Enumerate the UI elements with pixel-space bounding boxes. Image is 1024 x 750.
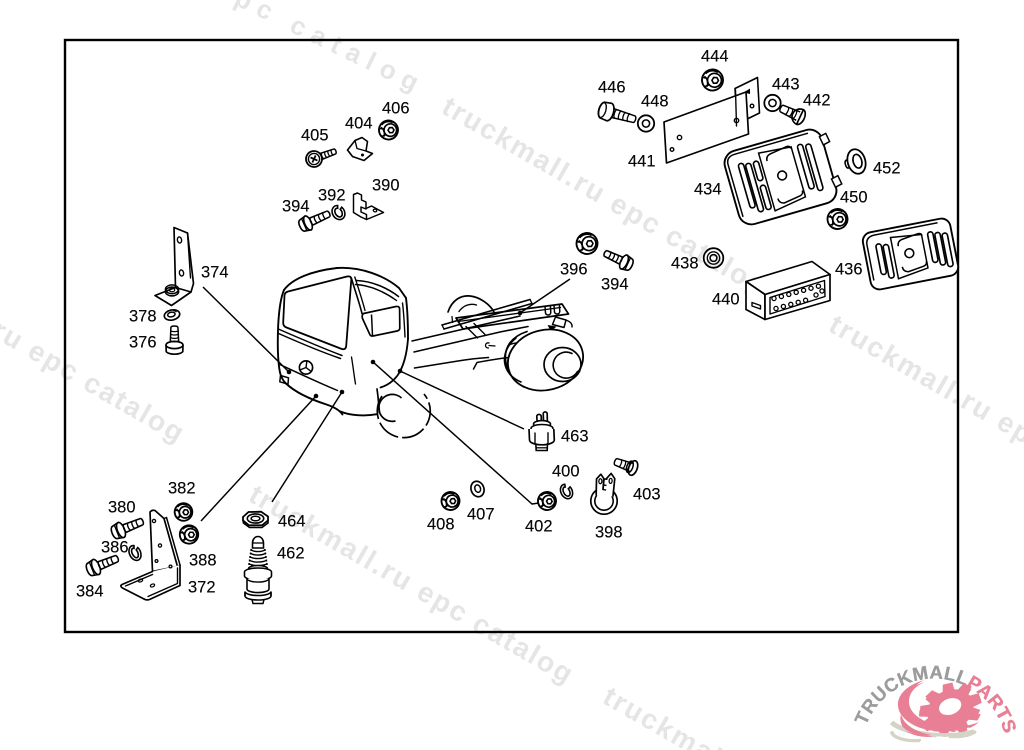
svg-text:400: 400 [552,462,580,480]
svg-text:392: 392 [318,186,346,204]
svg-text:384: 384 [76,582,104,600]
svg-text:443: 443 [772,75,800,93]
svg-text:396: 396 [560,260,588,278]
svg-text:404: 404 [345,114,373,132]
svg-text:448: 448 [641,92,669,110]
svg-text:394: 394 [282,197,310,215]
svg-text:446: 446 [598,78,626,96]
svg-text:442: 442 [803,91,831,109]
svg-text:407: 407 [467,505,495,523]
svg-text:436: 436 [835,260,863,278]
svg-text:378: 378 [129,307,157,325]
svg-text:386: 386 [101,538,129,556]
svg-text:407: 407 [467,505,495,523]
svg-text:406: 406 [382,99,410,117]
svg-text:384: 384 [76,582,104,600]
svg-text:408: 408 [427,515,455,533]
svg-text:440: 440 [712,290,740,308]
svg-text:438: 438 [671,254,699,272]
svg-text:448: 448 [641,92,669,110]
svg-text:388: 388 [189,551,217,569]
svg-text:382: 382 [168,479,196,497]
svg-text:463: 463 [561,427,589,445]
svg-text:440: 440 [712,290,740,308]
svg-text:394: 394 [601,275,629,293]
svg-text:386: 386 [101,538,129,556]
svg-text:408: 408 [427,515,455,533]
svg-text:406: 406 [382,99,410,117]
svg-text:452: 452 [873,159,901,177]
svg-text:434: 434 [694,180,722,198]
svg-text:463: 463 [561,427,589,445]
svg-text:434: 434 [694,180,722,198]
svg-text:442: 442 [803,91,831,109]
svg-text:405: 405 [301,126,329,144]
svg-text:376: 376 [129,333,157,351]
svg-text:464: 464 [278,512,306,530]
svg-text:374: 374 [201,263,229,281]
svg-text:372: 372 [188,578,216,596]
svg-text:378: 378 [129,307,157,325]
svg-text:441: 441 [628,152,656,170]
svg-text:450: 450 [840,188,868,206]
svg-text:436: 436 [835,260,863,278]
svg-text:402: 402 [525,517,553,535]
svg-text:446: 446 [598,78,626,96]
svg-text:394: 394 [601,275,629,293]
svg-text:372: 372 [188,578,216,596]
svg-text:374: 374 [201,263,229,281]
svg-text:444: 444 [701,47,729,65]
svg-text:441: 441 [628,152,656,170]
svg-text:382: 382 [168,479,196,497]
svg-text:390: 390 [372,176,400,194]
svg-text:396: 396 [560,260,588,278]
svg-text:438: 438 [671,254,699,272]
svg-text:398: 398 [595,523,623,541]
svg-text:394: 394 [282,197,310,215]
svg-text:400: 400 [552,462,580,480]
svg-text:403: 403 [633,485,661,503]
svg-text:390: 390 [372,176,400,194]
svg-text:450: 450 [840,188,868,206]
svg-text:376: 376 [129,333,157,351]
svg-text:380: 380 [108,498,136,516]
svg-text:380: 380 [108,498,136,516]
svg-text:403: 403 [633,485,661,503]
svg-text:443: 443 [772,75,800,93]
svg-text:404: 404 [345,114,373,132]
svg-text:444: 444 [701,47,729,65]
svg-text:398: 398 [595,523,623,541]
svg-text:388: 388 [189,551,217,569]
svg-text:464: 464 [278,512,306,530]
svg-text:392: 392 [318,186,346,204]
svg-text:462: 462 [277,544,305,562]
svg-text:402: 402 [525,517,553,535]
svg-text:462: 462 [277,544,305,562]
svg-text:405: 405 [301,126,329,144]
svg-text:452: 452 [873,159,901,177]
